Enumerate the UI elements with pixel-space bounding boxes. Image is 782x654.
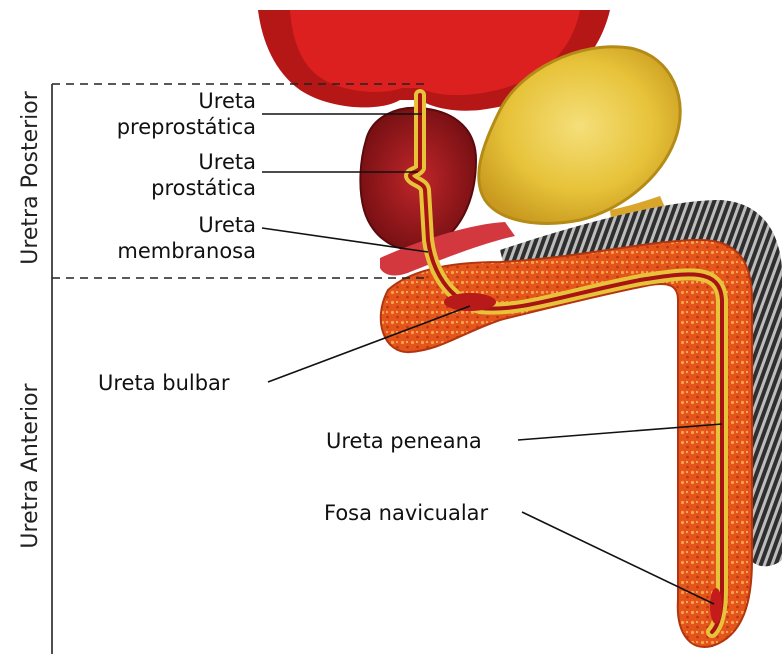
label-preprostatica-line1: Ureta [198, 89, 256, 113]
label-peneana: Ureta peneana [326, 429, 482, 453]
label-prostatica-line2: prostática [151, 176, 256, 200]
label-navicular: Fosa navicualar [324, 501, 489, 525]
label-bulbar: Ureta bulbar [98, 371, 230, 395]
bulbar-dilation [444, 293, 496, 311]
label-membranosa-line2: membranosa [117, 239, 256, 263]
uretra-anterior-label: Uretra Anterior [18, 382, 43, 548]
uretra-posterior-label: Uretra Posterior [18, 90, 43, 265]
label-prostatica-line1: Ureta [198, 150, 256, 174]
label-membranosa-line1: Ureta [198, 213, 256, 237]
label-preprostatica-line2: preprostática [117, 115, 256, 139]
navicular-fossa [710, 588, 722, 624]
